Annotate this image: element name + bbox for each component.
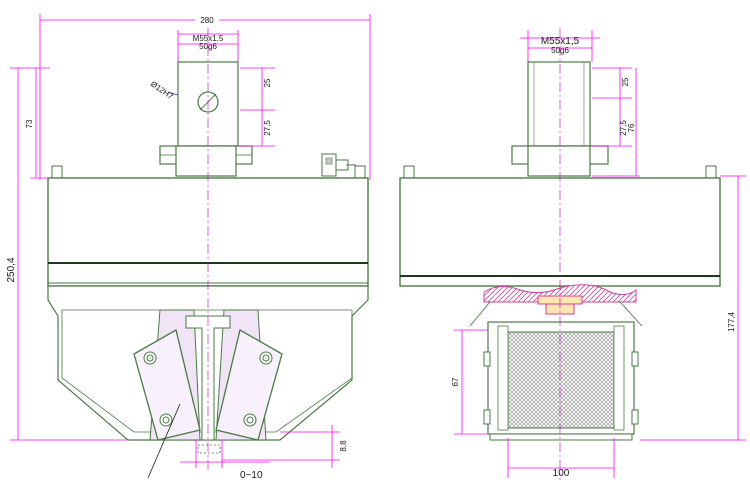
dim-side-overall-height (640, 175, 746, 441)
dim-side-cassette-height (454, 329, 488, 435)
side-knob-left (403, 165, 415, 179)
dim-front-offset (222, 425, 340, 468)
side-shank-mid-text: 27,5 (619, 120, 628, 136)
side-cassette-height-text: 67 (451, 377, 460, 386)
front-hole-label: Ø12H7 (149, 79, 175, 101)
front-knob-left (51, 165, 63, 179)
dim-front-left (10, 67, 128, 441)
side-grip-face (507, 331, 615, 429)
side-shank-total-text: 76 (627, 123, 636, 132)
dim-front-stroke (180, 440, 270, 468)
side-cassette-screws (483, 351, 639, 425)
front-thread-label: M55x1,5 (193, 34, 224, 43)
front-offset-text: 8,8 (339, 440, 348, 452)
side-shank-height-text: 25 (621, 77, 630, 86)
front-overall-height-text: 250,4 (6, 257, 17, 282)
front-shank-height-text: 25 (263, 78, 272, 87)
side-cassette-width-text: 100 (553, 468, 570, 479)
dim-side-shank (592, 67, 640, 177)
front-stroke-text: 0~10 (240, 470, 263, 481)
side-overall-height-text: 177,4 (727, 311, 736, 332)
dim-side-cassette-width (507, 438, 615, 478)
front-view: 280 M55x1,5 50g6 Ø12H7 25 27,5 (6, 13, 371, 481)
side-view: M55x1,5 50g6 25 27,5 76 (399, 28, 746, 480)
side-knob-right (705, 165, 717, 179)
front-side-fitting (321, 153, 356, 177)
front-top-height-text: 73 (25, 119, 34, 128)
side-shank (527, 61, 591, 147)
front-overall-width-text: 280 (200, 16, 214, 25)
jaw-bolts (143, 351, 273, 427)
side-nut-body (527, 145, 591, 177)
jaw-leader (147, 403, 181, 479)
dim-front-shank (240, 67, 275, 147)
front-shank-lower-text: 27,5 (263, 120, 272, 136)
front-nut-body (175, 145, 237, 177)
front-knob-right (354, 165, 366, 179)
